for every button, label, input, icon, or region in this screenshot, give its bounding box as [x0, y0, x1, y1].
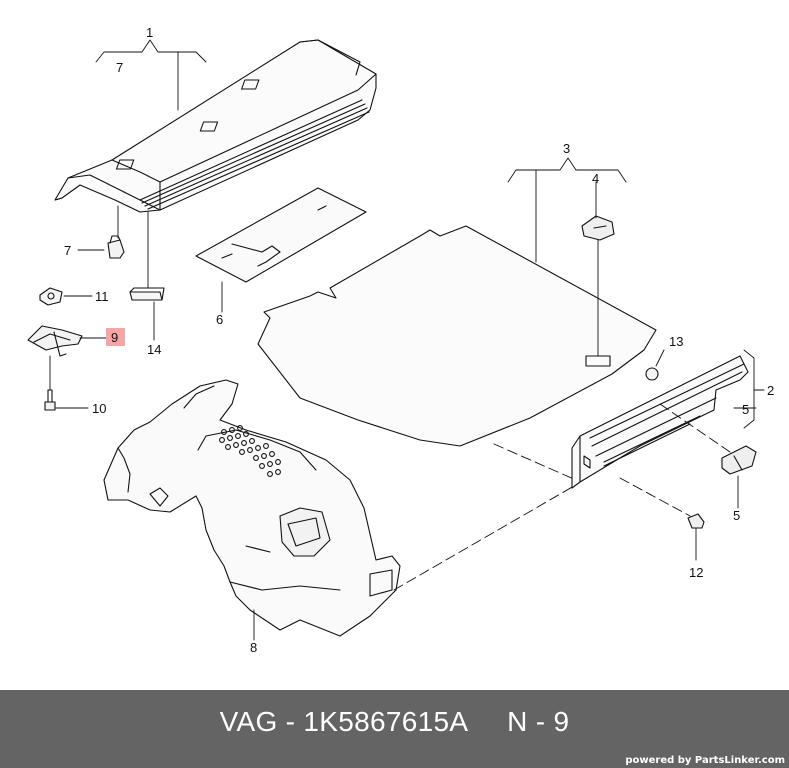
leader-lines — [49, 39, 765, 641]
part-number-title: VAG - 1K5867615A N - 9 — [219, 706, 570, 737]
shelf-bracket — [129, 287, 165, 301]
panel-vent-grille — [219, 425, 281, 477]
callout-9: 9 — [111, 330, 118, 345]
trim-clip — [721, 445, 757, 475]
callout-11: 11 — [95, 289, 109, 304]
callout-labels: 1 7 7 11 9 14 10 6 3 4 13 2 5 5 12 8 — [64, 25, 774, 655]
callout-3: 3 — [563, 141, 570, 156]
screw — [44, 389, 56, 411]
callout-8: 8 — [250, 640, 257, 655]
callout-13: 13 — [669, 334, 683, 349]
callout-14: 14 — [147, 342, 161, 357]
callout-5-right: 5 — [742, 402, 749, 417]
retaining-hook — [27, 325, 83, 357]
side-trim-panel — [103, 379, 401, 637]
parts-diagram: 1 7 7 11 9 14 10 6 3 4 13 2 5 5 12 8 — [27, 25, 775, 655]
shelf-clip — [107, 235, 125, 259]
callout-10: 10 — [92, 401, 106, 416]
callout-7: 7 — [64, 243, 71, 258]
callout-6: 6 — [216, 312, 223, 327]
cover-cap — [645, 367, 659, 381]
assembly-dash-lines — [393, 403, 731, 591]
callout-5: 5 — [733, 508, 740, 523]
side-clip — [687, 513, 705, 529]
callout-12: 12 — [689, 565, 703, 580]
mat-holder — [581, 215, 615, 241]
exploded-view-drawing: 1 7 7 11 9 14 10 6 3 4 13 2 5 5 12 8 — [27, 25, 774, 655]
callout-4: 4 — [592, 171, 599, 186]
callout-2: 2 — [767, 383, 774, 398]
callout-1: 1 — [146, 25, 153, 40]
luggage-floor-mat — [257, 225, 657, 447]
powered-by-link[interactable]: powered by PartsLinker.com — [625, 755, 785, 766]
parcel-shelf — [54, 39, 377, 213]
highlighted-part-marker — [106, 328, 125, 346]
callout-7-top: 7 — [116, 60, 123, 75]
footer-bar: VAG - 1K5867615A N - 9 powered by PartsL… — [0, 690, 789, 768]
clip-nut — [39, 287, 63, 306]
floor-panel — [195, 187, 367, 283]
